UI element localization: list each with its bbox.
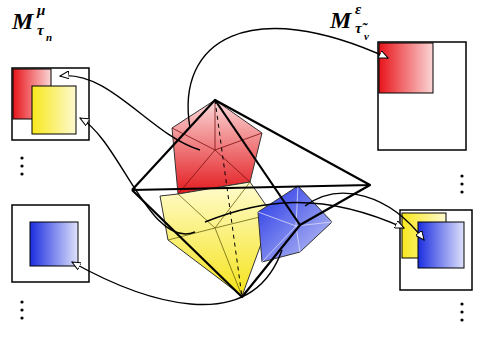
subscript-index: n — [46, 32, 52, 43]
colored-regions — [160, 100, 332, 296]
map-arrows — [60, 29, 424, 305]
subscript: τ — [37, 23, 44, 38]
matrix-symbol: M — [330, 8, 351, 32]
left-squares — [12, 68, 89, 320]
matrix-symbol: M — [12, 9, 33, 33]
polytope-edges — [132, 100, 370, 297]
superscript: μ — [37, 3, 45, 18]
subscript: τ̃ — [355, 21, 362, 36]
superscript: ε — [355, 2, 361, 17]
subscript-index: v — [364, 31, 369, 42]
right-squares — [378, 42, 472, 322]
